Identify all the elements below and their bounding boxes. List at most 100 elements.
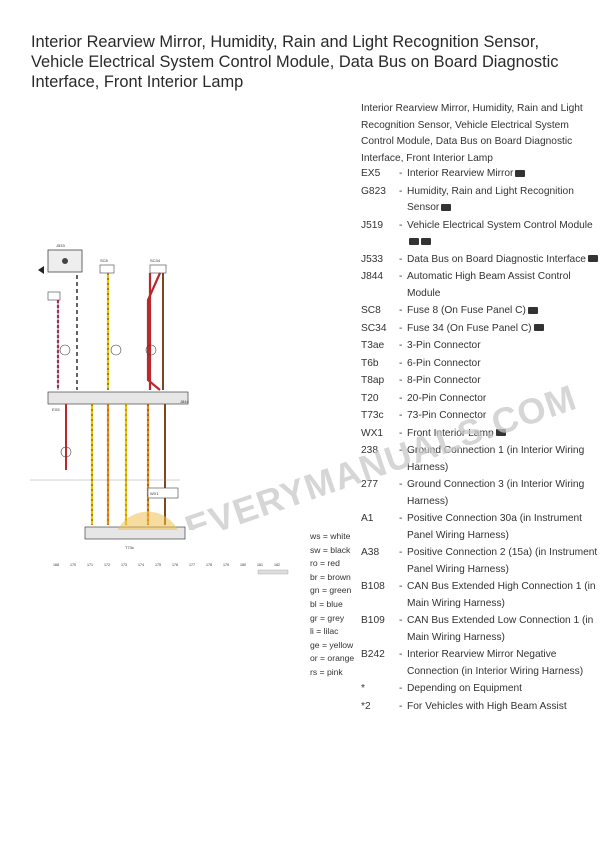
legend-row: T20-20-Pin Connector <box>361 391 601 408</box>
splice-symbol <box>110 344 122 356</box>
diagram-label-ex5: EX5 <box>52 407 60 412</box>
legend-code: WX1 <box>361 427 384 439</box>
legend-row: B108-CAN Bus Extended High Connection 1 … <box>361 579 601 612</box>
wx1-box <box>147 487 179 499</box>
diagram-label-sc34: SC34 <box>150 258 161 263</box>
legend-dash: - <box>399 392 403 404</box>
legend-row: T6b -6-Pin Connector <box>361 356 601 373</box>
legend-code: * <box>361 683 365 694</box>
legend-code: J533 <box>361 253 384 265</box>
arrow-marker <box>38 266 44 274</box>
legend-desc: Vehicle Electrical System Control Module <box>407 218 601 251</box>
svg-text:182: 182 <box>274 563 280 567</box>
legend-dash: - <box>399 649 403 660</box>
location-tag-icon <box>495 429 506 437</box>
svg-text:170: 170 <box>70 563 76 567</box>
svg-text:177: 177 <box>189 563 195 567</box>
ground-symbol <box>59 344 71 356</box>
svg-text:168: 168 <box>53 563 59 567</box>
legend-row: J533 -Data Bus on Board Diagnostic Interf… <box>361 252 601 269</box>
legend-dash: - <box>399 219 403 231</box>
legend-row: 238-Ground Connection 1 (in Interior Wir… <box>361 443 601 476</box>
legend-code: B109 <box>361 615 385 626</box>
legend-desc: Fuse 8 (On Fuse Panel C) <box>407 303 601 320</box>
location-tag-icon <box>533 324 544 332</box>
legend-code: B242 <box>361 649 385 660</box>
legend-code: J519 <box>361 219 384 231</box>
svg-text:180: 180 <box>240 563 246 567</box>
legend-desc: Depending on Equipment <box>407 683 522 694</box>
track-numbers: 168 170 171 172 173 174 175 176 177 178 … <box>53 563 280 567</box>
svg-text:181: 181 <box>257 563 263 567</box>
legend-dash: - <box>399 168 403 179</box>
legend-dash: - <box>399 427 403 439</box>
legend-desc: Front Interior Lamp <box>407 426 601 443</box>
legend-desc: Ground Connection 1 (in Interior Wiring … <box>407 445 585 473</box>
wiring-diagram: J533 SC8 SC34 EX5 J844 WX1 T73c 168 170 … <box>30 243 289 575</box>
svg-text:179: 179 <box>223 563 229 567</box>
wire-color-item: br = brown <box>310 571 351 582</box>
diagram-label-wx1: WX1 <box>150 491 159 496</box>
location-tag-icon <box>421 237 431 245</box>
legend-desc: Ground Connection 3 (in Interior Wiring … <box>407 479 585 507</box>
diagram-code-box <box>257 569 289 575</box>
legend-dash: - <box>399 513 403 524</box>
legend-row: T73c-73-Pin Connector <box>361 408 601 425</box>
svg-text:178: 178 <box>206 563 212 567</box>
legend-code: G823 <box>361 185 386 197</box>
legend-desc: Positive Connection 30a (in Instrument P… <box>407 513 582 541</box>
wire-color-item: rs = pink <box>310 666 343 677</box>
legend-code: T3ae <box>361 340 385 351</box>
legend-row: EX5-Interior Rearview Mirror <box>361 166 601 183</box>
legend-code: B108 <box>361 581 385 592</box>
wire-color-item: gn = green <box>310 585 352 596</box>
svg-text:174: 174 <box>138 563 144 567</box>
legend-dash: - <box>399 615 403 626</box>
legend-desc: Positive Connection 2 (15a) (in Instrume… <box>407 547 598 575</box>
legend-dash: - <box>399 445 403 456</box>
legend-row: 277-Ground Connection 3 (in Interior Wir… <box>361 477 601 510</box>
legend-desc: 6-Pin Connector <box>407 357 481 369</box>
legend-desc: 73-Pin Connector <box>407 410 487 421</box>
legend-dash: - <box>399 357 403 369</box>
legend-desc: CAN Bus Extended High Connection 1 (in M… <box>407 581 596 609</box>
legend-row: J519 -Vehicle Electrical System Control M… <box>361 218 601 251</box>
legend-code: T6b <box>361 357 379 369</box>
sc34-box <box>149 264 167 274</box>
legend-desc: Data Bus on Board Diagnostic Interface <box>407 252 601 269</box>
wire-color-item: ws = white <box>310 531 351 541</box>
legend-desc: Fuse 34 (On Fuse Panel C) <box>407 321 601 338</box>
legend-dash: - <box>399 253 403 265</box>
legend-code: A38 <box>361 547 380 558</box>
legend-dash: - <box>399 271 403 282</box>
legend-desc: For Vehicles with High Beam Assist <box>407 700 567 712</box>
legend-desc: Interior Rearview Mirror Negative Connec… <box>407 649 584 677</box>
page-title: Interior Rearview Mirror, Humidity, Rain… <box>31 33 559 91</box>
location-tag-icon <box>515 169 526 177</box>
legend-code: T20 <box>361 392 379 404</box>
splice-symbol-2 <box>145 344 157 356</box>
diagram-label-sc8: SC8 <box>100 258 109 263</box>
svg-text:175: 175 <box>155 563 161 567</box>
wire-red-3 <box>146 272 162 391</box>
legend-row: SC34-Fuse 34 (On Fuse Panel C) <box>361 321 601 338</box>
legend-dash: - <box>399 375 403 386</box>
legend-row: T8ap-8-Pin Connector <box>361 373 601 390</box>
legend-dash: - <box>399 340 403 351</box>
location-tag-icon <box>527 306 538 314</box>
legend-dash: - <box>399 410 403 421</box>
svg-text:176: 176 <box>172 563 178 567</box>
legend-dash: - <box>399 700 403 712</box>
legend-code: 277 <box>361 479 378 490</box>
legend-row: SC8-Fuse 8 (On Fuse Panel C) <box>361 303 601 320</box>
legend-row: T3ae-3-Pin Connector <box>361 338 601 355</box>
legend-row: * -Depending on Equipment <box>361 681 601 698</box>
legend-desc: CAN Bus Extended Low Connection 1 (in Ma… <box>407 615 594 643</box>
legend-dash: - <box>399 185 403 197</box>
legend-dash: - <box>399 683 403 694</box>
svg-text:173: 173 <box>121 563 127 567</box>
t73c-bar <box>84 526 186 540</box>
location-tag-icon <box>409 237 419 245</box>
